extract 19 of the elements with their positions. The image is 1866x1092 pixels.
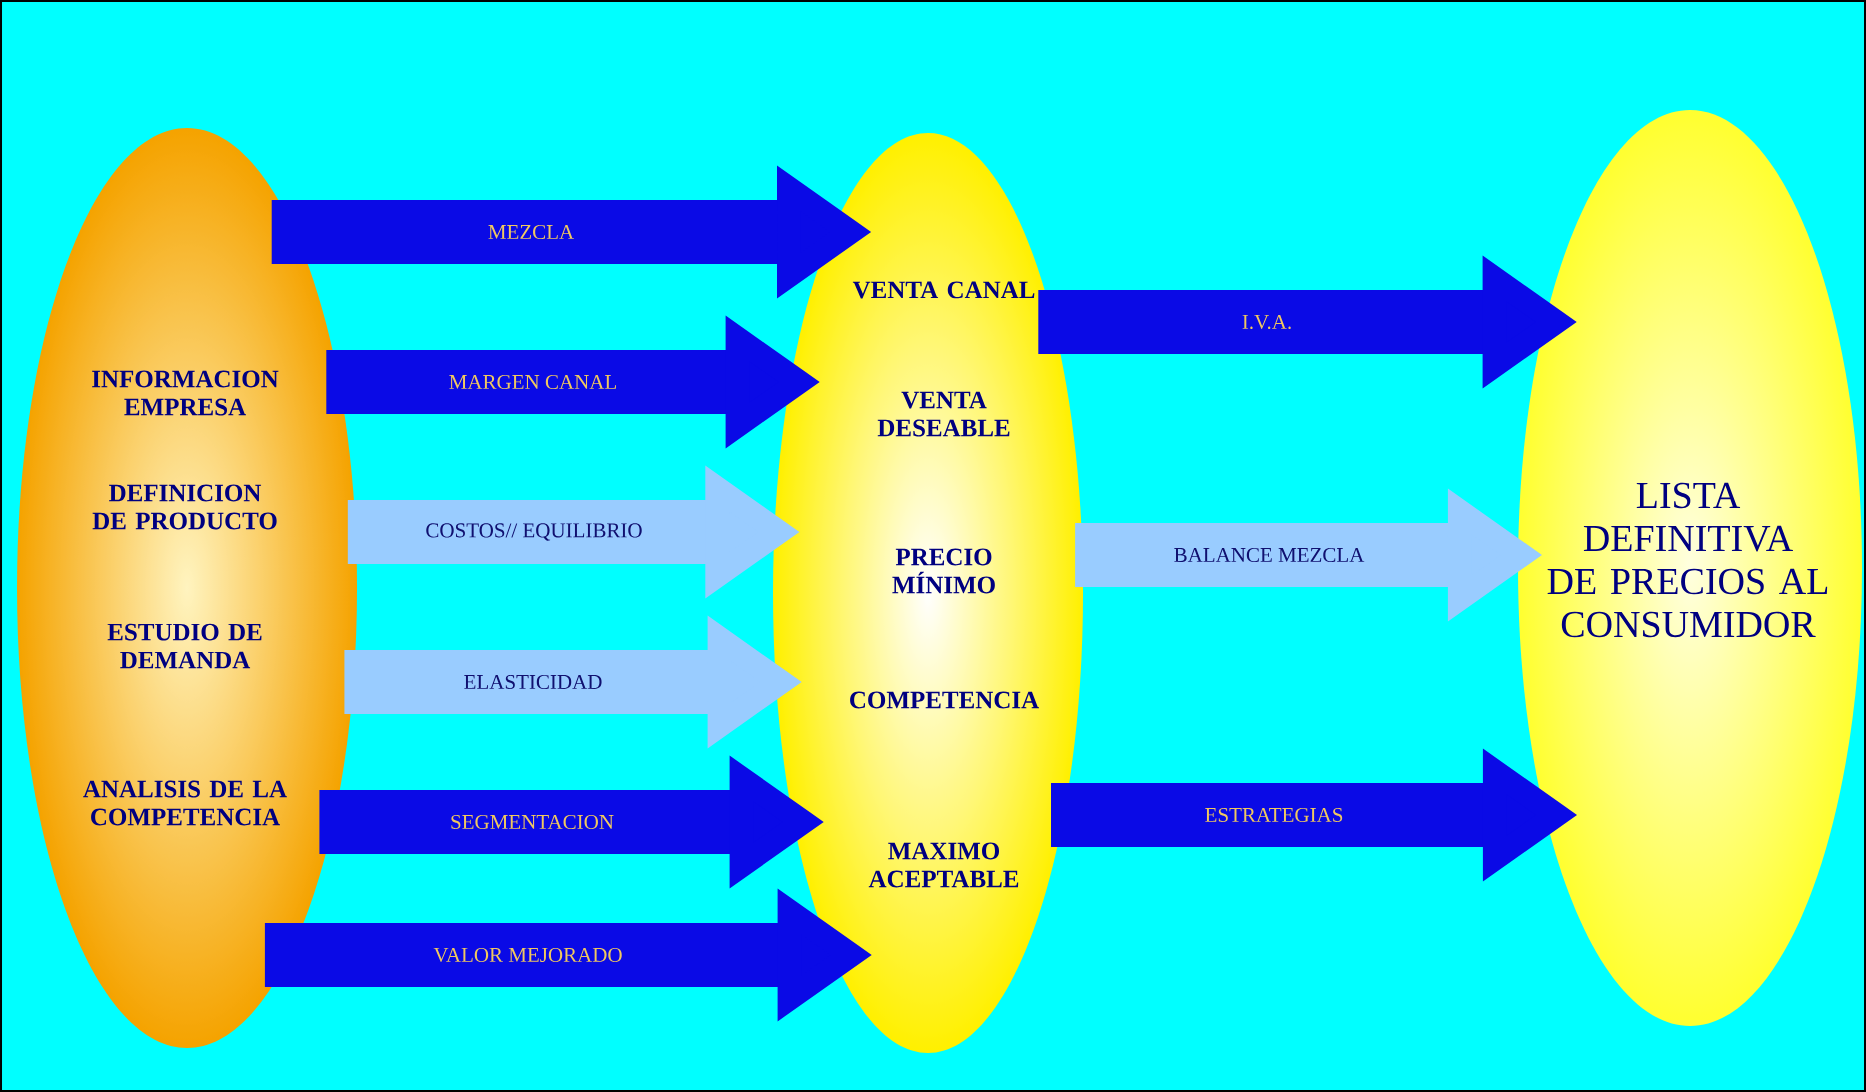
edge-label: MARGEN CANAL [449, 374, 616, 390]
edge-label: COSTOS// EQUILIBRIO [426, 523, 642, 541]
ellipse-text: INFORMACION EMPRESA [92, 370, 279, 416]
ellipse-text: VENTA DESEABLE [877, 391, 1010, 437]
ellipse-text: ANALISIS DE LA COMPETENCIA [83, 780, 287, 826]
ellipse-text: ESTUDIO DE DEMANDA [107, 623, 262, 669]
ellipse-text: PRECIO MÍNIMO [892, 548, 995, 594]
ellipse-text: COMPETENCIA [850, 691, 1039, 709]
ellipse-text: DEFINICION DE PRODUCTO [92, 484, 277, 530]
edge-label: VALOR MEJORADO [433, 947, 622, 963]
edge-label: ESTRATEGIAS [1205, 807, 1343, 823]
edge-label: SEGMENTACION [451, 814, 614, 830]
ellipse-text: LISTA DEFINITIVA DE PRECIOS AL CONSUMIDOR [1547, 482, 1828, 638]
ellipse-text: VENTA CANAL [852, 281, 1035, 299]
edge-label: MEZCLA [488, 224, 574, 240]
ellipse-text: MAXIMO ACEPTABLE [868, 842, 1019, 888]
edge-label: I.V.A. [1242, 314, 1291, 330]
edge-label: BALANCE MEZCLA [1174, 547, 1365, 563]
edge-label: ELASTICIDAD [464, 674, 602, 690]
